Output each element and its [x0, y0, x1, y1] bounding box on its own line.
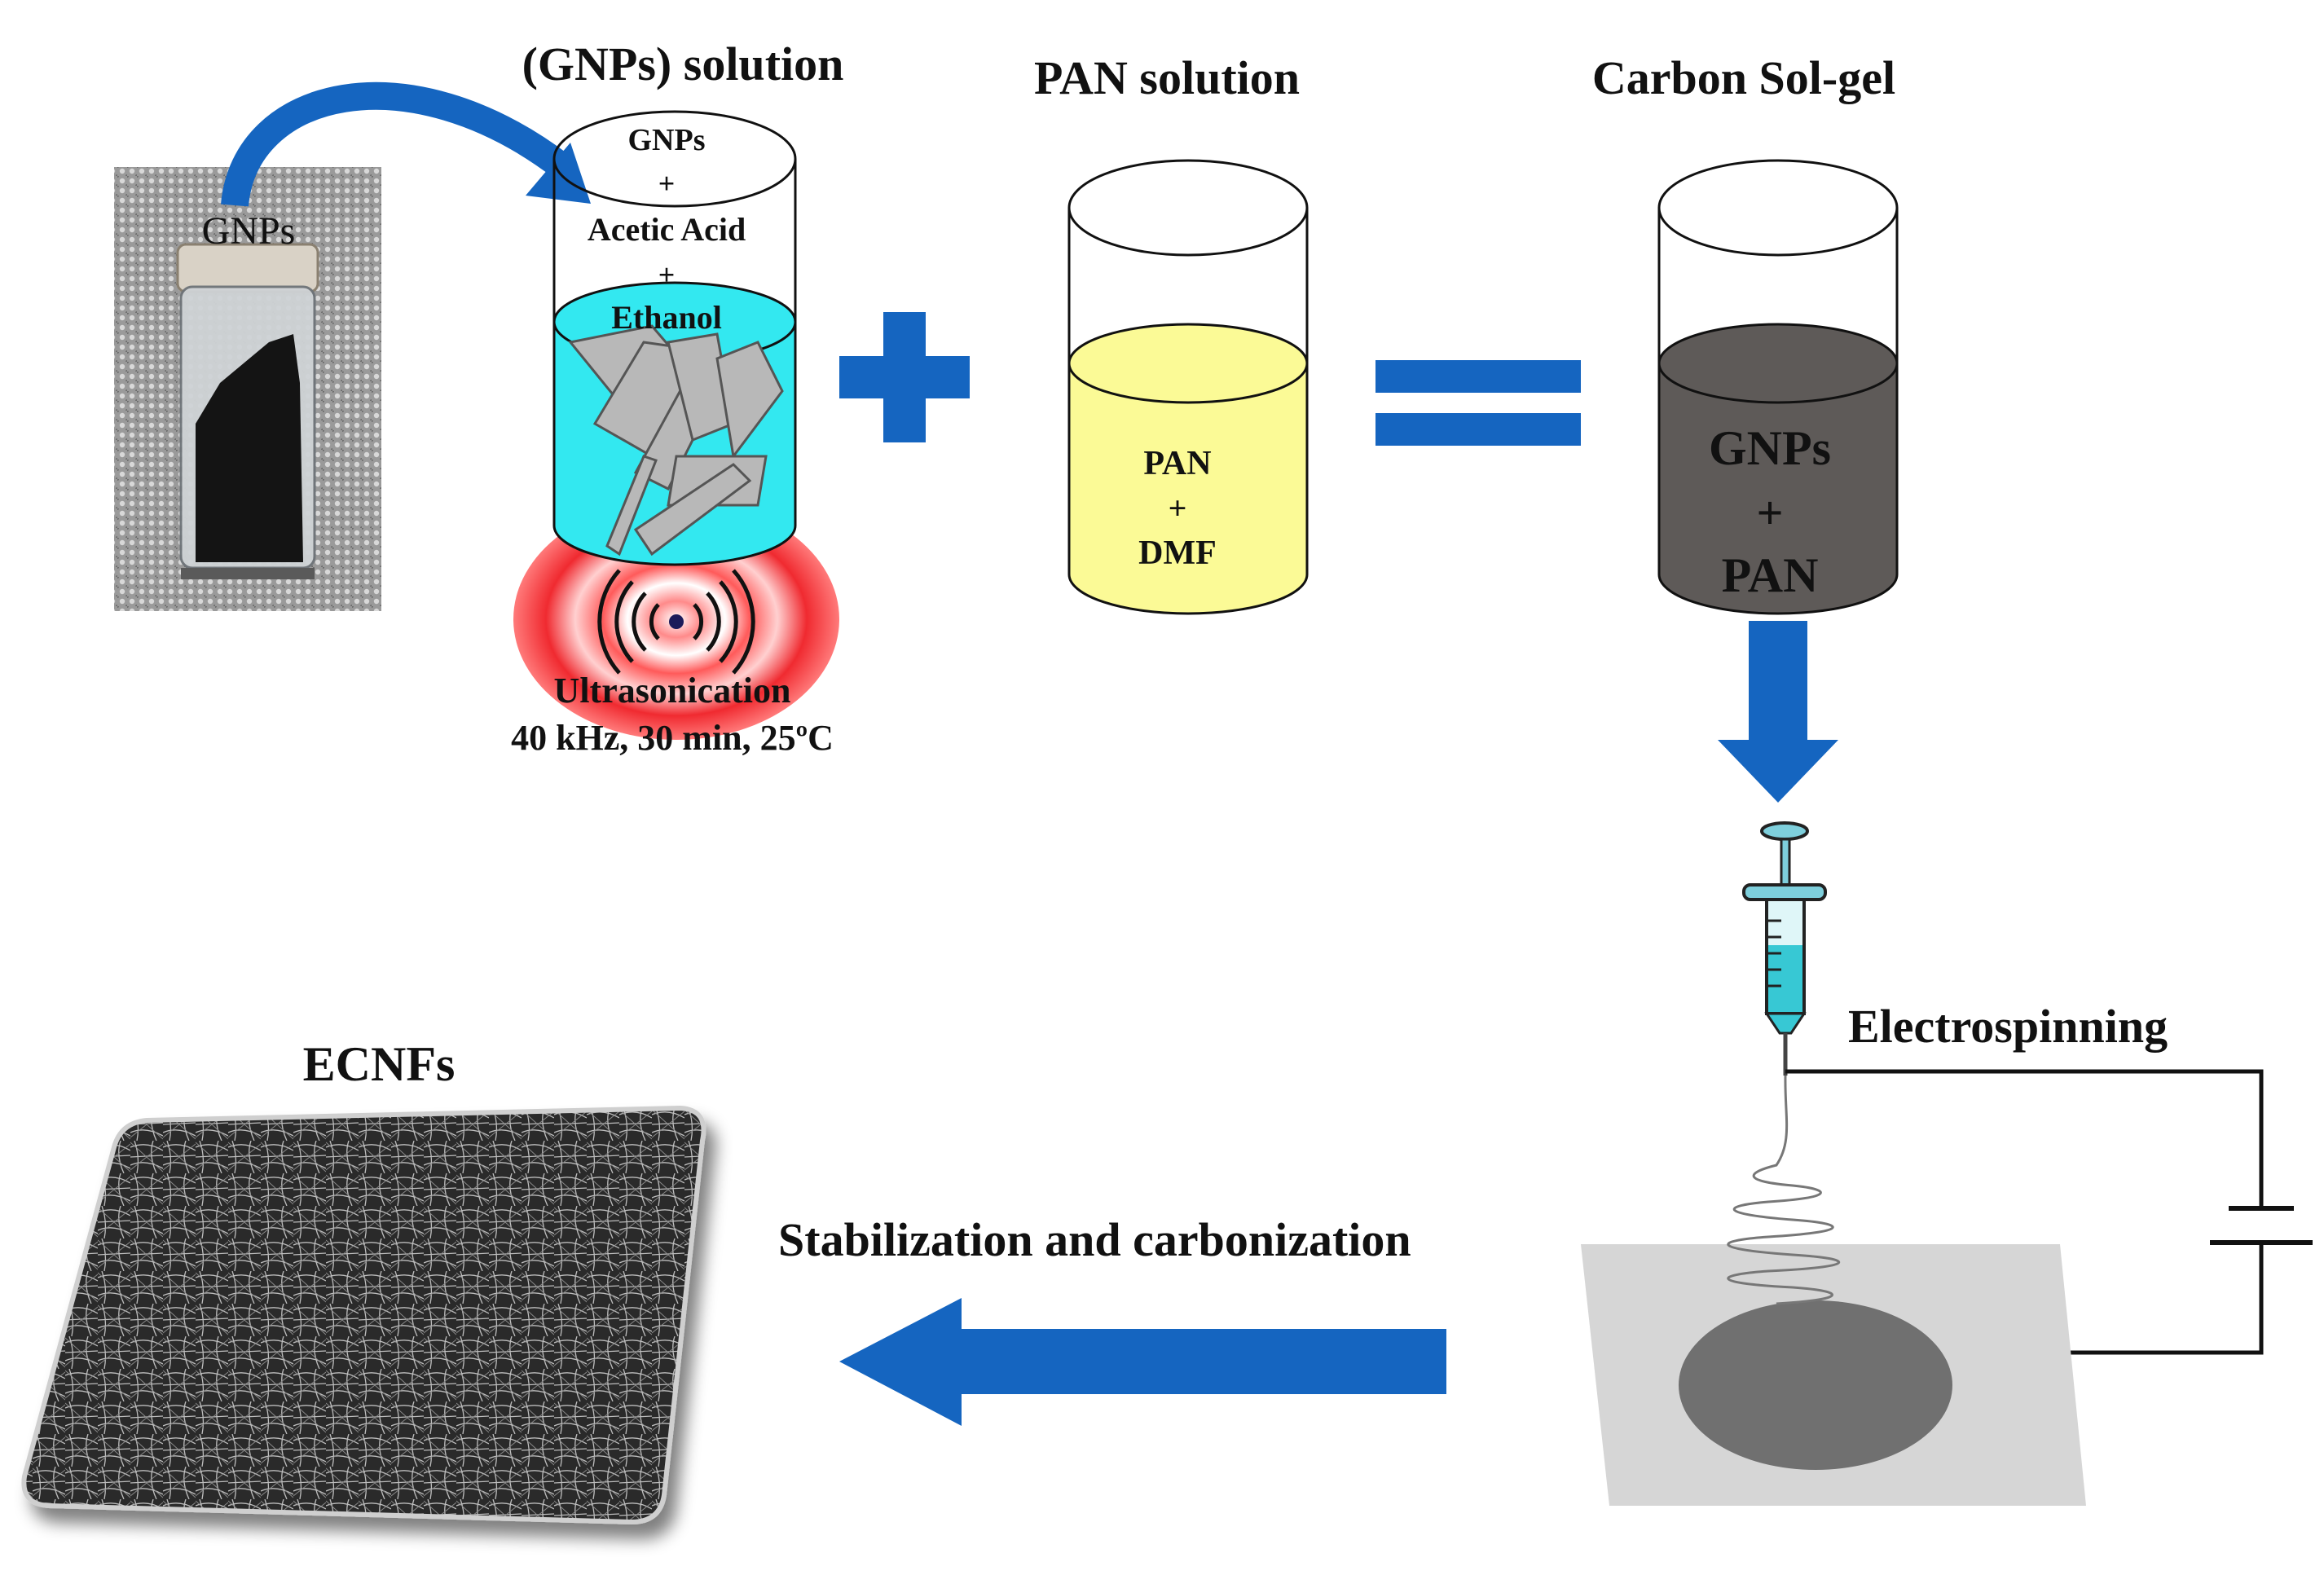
beaker3-line1: GNPs — [1709, 421, 1831, 475]
beaker1-plus2: + — [658, 258, 676, 291]
gnps-solution-title: (GNPs) solution — [522, 37, 844, 90]
syringe-icon — [1742, 821, 1827, 1076]
equals-icon — [1375, 360, 1581, 446]
ultrasonication-label: Ultrasonication — [553, 671, 791, 711]
fiber-jet — [1727, 1075, 1841, 1305]
beaker3-line2: PAN — [1721, 548, 1819, 602]
stabilization-label: Stabilization and carbonization — [778, 1213, 1411, 1266]
beaker1-line1: GNPs — [627, 123, 706, 157]
ecnfs-fiber-mat — [21, 1105, 706, 1525]
beaker3-plus: + — [1756, 486, 1784, 539]
beaker2-line1: PAN — [1143, 445, 1212, 482]
ultrasonication-conditions: 40 kHz, 30 min, 25ºC — [511, 718, 834, 758]
pan-solution-title: PAN solution — [1033, 51, 1301, 104]
left-arrow-icon — [839, 1298, 1446, 1426]
carbon-solgel-beaker — [1657, 159, 1899, 615]
vial-label: GNPs — [201, 209, 296, 253]
down-arrow-icon — [1718, 621, 1838, 803]
ecnfs-label: ECNFs — [302, 1037, 456, 1091]
pan-solution-beaker — [1067, 159, 1309, 615]
beaker1-line3: Ethanol — [611, 299, 722, 336]
beaker2-line2: DMF — [1138, 535, 1217, 572]
carbon-solgel-title: Carbon Sol-gel — [1591, 51, 1896, 104]
ultrasound-waves-icon — [597, 569, 755, 675]
beaker2-plus: + — [1168, 490, 1187, 526]
beaker1-plus1: + — [658, 167, 676, 200]
vial-photo — [114, 167, 381, 611]
circuit-wire — [1785, 1069, 2264, 1355]
electrospinning-label: Electrospinning — [1848, 1000, 2168, 1053]
gnps-solution-beaker — [552, 110, 797, 566]
beaker1-line2: Acetic Acid — [587, 211, 746, 248]
battery-icon — [2210, 1206, 2313, 1245]
plus-icon — [839, 312, 970, 442]
ultrasound-source — [513, 499, 839, 740]
collector-plate — [1581, 1244, 2086, 1506]
